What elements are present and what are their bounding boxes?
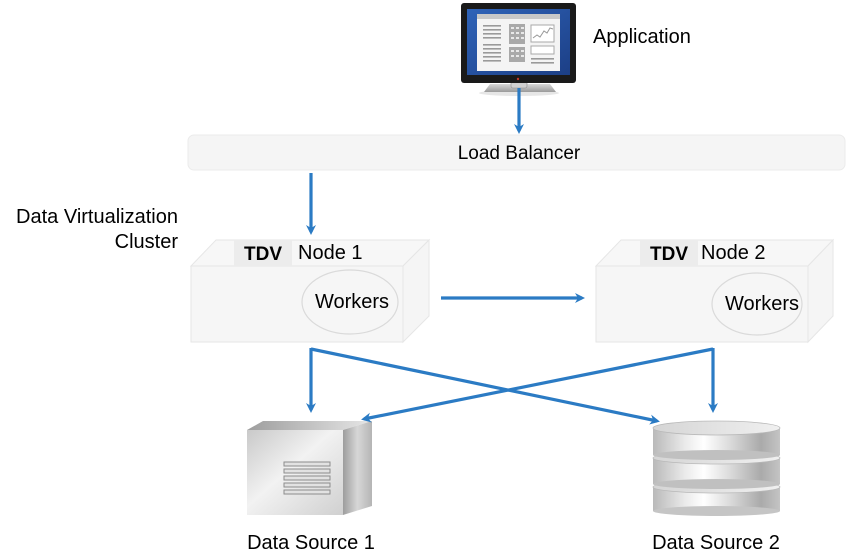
node-1-workers-label: Workers (315, 291, 389, 313)
arrow-node1-to-ds2 (310, 347, 660, 425)
node-2-title: Node 2 (701, 242, 766, 264)
node-2-workers-label: Workers (725, 293, 799, 315)
node-2-badge: TDV (650, 244, 688, 265)
workers-ellipse (711, 272, 803, 336)
data-source-2-label: Data Source 2 (652, 532, 780, 554)
workers-ellipse (301, 269, 399, 335)
node-1: TDV Node 1 Workers (189, 238, 431, 344)
monitor-icon (461, 3, 576, 96)
node-1-badge: TDV (244, 244, 282, 265)
data-source-1-label: Data Source 1 (247, 532, 375, 554)
cluster-label-line1: Data Virtualization (16, 206, 178, 228)
node-1-title: Node 1 (298, 242, 363, 264)
node-2: TDV Node 2 Workers (594, 238, 835, 344)
load-balancer-label: Load Balancer (458, 143, 581, 164)
database-icon (652, 420, 781, 516)
cluster-label-line2: Cluster (115, 231, 179, 253)
arrow-node2-to-ds1 (361, 347, 714, 423)
application-label: Application (593, 26, 691, 48)
tdv-badge-bg (640, 240, 698, 266)
load-balancer: Load Balancer (187, 134, 846, 171)
connectors (306, 88, 718, 425)
server-icon (247, 421, 372, 515)
tdv-badge-bg (234, 240, 292, 266)
